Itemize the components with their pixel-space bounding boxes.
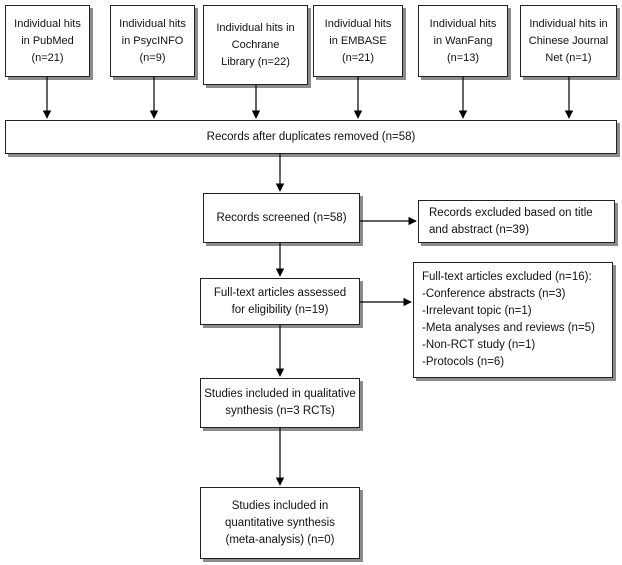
records-excluded-box: Records excluded based on title and abst… bbox=[418, 200, 615, 243]
fulltext-excluded-box: Full-text articles excluded (n=16): -Con… bbox=[413, 262, 613, 378]
fulltext-assessed-box: Full-text articles assessed for eligibil… bbox=[200, 278, 360, 325]
qualitative-synthesis-box: Studies included in qualitative synthesi… bbox=[200, 378, 360, 428]
source-box-cochrane: Individual hits in Cochrane Library (n=2… bbox=[203, 5, 308, 85]
records-screened-label: Records screened (n=58) bbox=[216, 211, 347, 224]
source-box-wanfang: Individual hits in WanFang (n=13) bbox=[418, 5, 508, 77]
source-label-cochrane: Individual hits in Cochrane Library (n=2… bbox=[216, 21, 295, 68]
records-excluded-label: Records excluded based on title and abst… bbox=[429, 207, 593, 236]
source-box-pubmed: Individual hits in PubMed (n=21) bbox=[5, 5, 90, 77]
fulltext-assessed-label: Full-text articles assessed for eligibil… bbox=[213, 286, 347, 316]
source-box-cjn: Individual hits in Chinese Journal Net (… bbox=[520, 5, 617, 77]
source-label-embase: Individual hits in EMBASE (n=21) bbox=[324, 17, 392, 64]
quantitative-synthesis-box: Studies included in quantitative synthes… bbox=[200, 487, 360, 559]
source-label-cjn: Individual hits in Chinese Journal Net (… bbox=[528, 17, 609, 64]
fulltext-excluded-item: -Meta analyses and reviews (n=5) bbox=[422, 322, 595, 334]
qualitative-synthesis-label: Studies included in qualitative synthesi… bbox=[204, 388, 356, 417]
fulltext-excluded-item: -Irrelevant topic (n=1) bbox=[422, 305, 532, 317]
records-screened-box: Records screened (n=58) bbox=[203, 193, 360, 243]
fulltext-excluded-item: -Protocols (n=6) bbox=[422, 356, 505, 368]
source-label-pubmed: Individual hits in PubMed (n=21) bbox=[14, 17, 81, 64]
duplicates-removed-box: Records after duplicates removed (n=58) bbox=[5, 120, 617, 154]
source-label-wanfang: Individual hits in WanFang (n=13) bbox=[429, 17, 497, 64]
fulltext-excluded-item: -Non-RCT study (n=1) bbox=[422, 339, 536, 351]
fulltext-excluded-item: -Conference abstracts (n=3) bbox=[422, 288, 566, 300]
quantitative-synthesis-label: Studies included in quantitative synthes… bbox=[225, 499, 335, 546]
duplicates-removed-label: Records after duplicates removed (n=58) bbox=[206, 130, 416, 143]
source-label-psycinfo: Individual hits in PsycINFO (n=9) bbox=[119, 17, 186, 64]
source-box-embase: Individual hits in EMBASE (n=21) bbox=[313, 5, 403, 77]
source-box-psycinfo: Individual hits in PsycINFO (n=9) bbox=[110, 5, 195, 77]
fulltext-excluded-title: Full-text articles excluded (n=16): bbox=[422, 271, 592, 283]
